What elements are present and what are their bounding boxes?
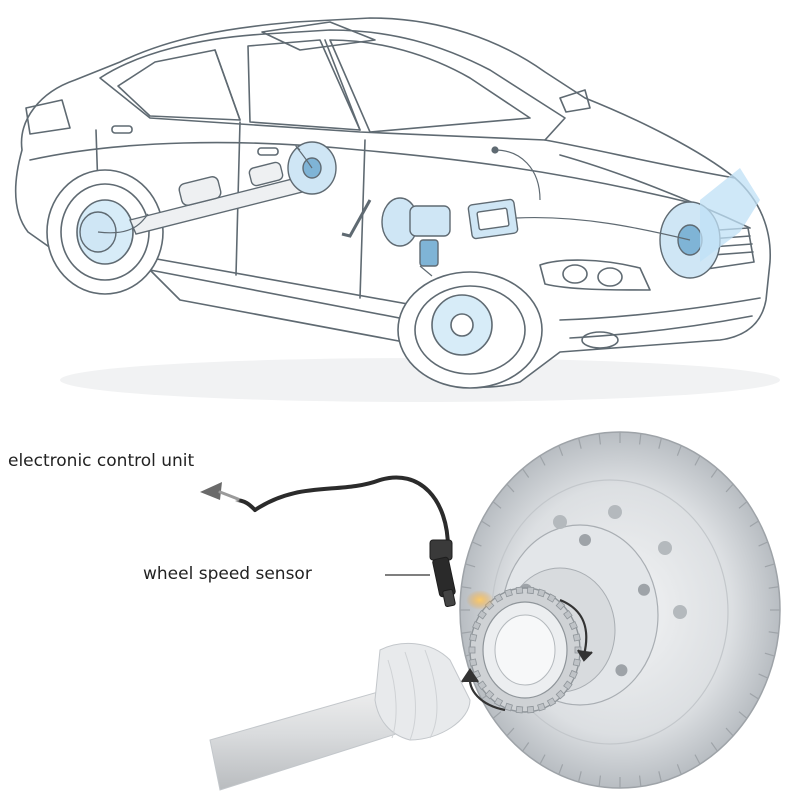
tone-ring-icon [468, 586, 582, 714]
tone-ring-tooth [568, 669, 578, 679]
rotor-vent [539, 455, 546, 466]
wheel-speed-sensor-icon [429, 539, 456, 607]
rotor-vent [558, 764, 564, 775]
driveshaft-icon [129, 161, 327, 235]
rotor-vent [492, 711, 502, 719]
rotor-vent [764, 563, 775, 568]
rotor-vent [738, 711, 748, 719]
rotor-vent [598, 433, 602, 445]
sensor-cable [253, 475, 450, 550]
rotor-vent [676, 764, 682, 775]
tone-ring-tooth [504, 588, 513, 598]
tone-ring-tooth [484, 689, 495, 700]
rotor-vent [522, 468, 530, 478]
rotor-vent [676, 445, 682, 456]
tone-ring-tooth [469, 658, 478, 667]
axle-shaft-icon [209, 642, 471, 791]
rotor-vent [758, 541, 769, 547]
hub-lug-hole [579, 534, 591, 546]
tone-ring-tooth [526, 586, 535, 595]
rotor-vent [539, 754, 546, 765]
tone-ring-tooth [469, 633, 478, 642]
tone-ring-tooth [477, 680, 487, 691]
sensor-signal-glow [466, 590, 494, 610]
rotor-vent [506, 483, 515, 493]
rotor-vent [749, 692, 759, 700]
rotor-vent [725, 483, 734, 493]
tone-ring-tooth [546, 593, 557, 603]
hub-lug-hole [637, 583, 650, 596]
rotor-vent [471, 541, 482, 547]
highlight-beam [700, 168, 760, 262]
tone-ring-tooth [555, 600, 566, 611]
ecu-direction-arrow-icon [200, 482, 240, 501]
tone-ring-tooth [515, 705, 524, 714]
rotor-vent [710, 742, 718, 752]
rotor-vent [725, 727, 734, 737]
rotor-vent [598, 775, 602, 787]
abs-wiring [97, 145, 691, 277]
rotor-vent [749, 520, 759, 528]
rotor-vent [492, 501, 502, 509]
rotor-vent [578, 437, 582, 449]
tone-ring-tooth [472, 621, 482, 631]
rotor-vent [710, 468, 718, 478]
rotor-vent [638, 433, 642, 445]
rotor-vent [461, 586, 472, 589]
tone-ring-tooth [477, 609, 487, 620]
rotor-vent [738, 501, 748, 509]
tone-ring-tooth [515, 586, 524, 595]
tone-ring-tooth [546, 697, 557, 707]
rotor-vent [506, 727, 515, 737]
tone-ring-tooth [572, 633, 581, 642]
rotor-vent [758, 673, 769, 679]
tone-ring-tooth [468, 646, 476, 654]
cable-fade [233, 498, 257, 512]
rotor-vent [578, 771, 582, 783]
rotor-vent [694, 754, 701, 765]
label-electronic-control-unit: electronic control unit [8, 451, 195, 471]
rotor-vent [658, 437, 662, 449]
hub-lug-hole [615, 664, 628, 677]
rotor-vent [558, 445, 564, 456]
rotor-vent [481, 520, 491, 528]
rotor-vent [764, 652, 775, 657]
rotor-vent [658, 771, 662, 783]
rotor-vent [638, 775, 642, 787]
rotation-arrow-icon [461, 598, 593, 712]
rotor-vent [768, 631, 779, 634]
tone-ring-tooth [568, 621, 578, 631]
tone-ring-tooth [555, 689, 566, 700]
tone-ring-tooth [526, 705, 535, 714]
tone-ring-tooth [504, 702, 513, 712]
tone-ring-tooth [493, 697, 504, 707]
tone-ring-tooth [493, 593, 504, 603]
front-wheel-icon [397, 271, 543, 389]
rotor-vent [768, 586, 779, 589]
rotor-vent [465, 563, 476, 568]
tone-ring-tooth [537, 702, 546, 712]
rotor-vent [694, 455, 701, 466]
rotor-vent [522, 742, 530, 752]
tone-ring-tooth [563, 680, 573, 691]
rotor-vent [461, 631, 472, 634]
tone-ring-tooth [572, 658, 581, 667]
label-wheel-speed-sensor: wheel speed sensor [143, 564, 312, 584]
tone-ring-tooth [537, 588, 546, 598]
tone-ring-tooth [563, 609, 573, 620]
